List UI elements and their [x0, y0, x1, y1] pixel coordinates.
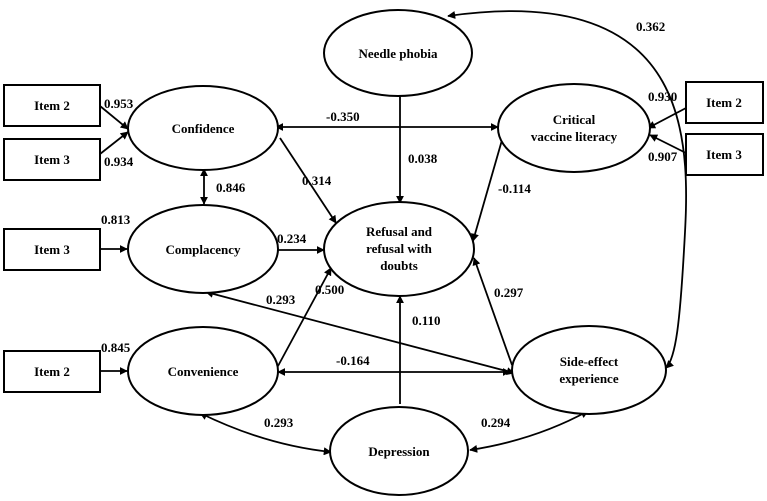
node-confidence: Confidence [127, 85, 279, 171]
indicator-item3-complacency: Item 3 [3, 228, 101, 271]
coef-needle-sideeffect: 0.362 [636, 19, 665, 34]
node-critical-vaccine-literacy: Critical vaccine literacy [497, 83, 651, 173]
coef-confidence-refusal: 0.314 [302, 173, 332, 188]
coef-confidence-complacency: 0.846 [216, 180, 246, 195]
coef-complacency-sideeffect: 0.293 [266, 292, 296, 307]
coef-critical-refusal: -0.114 [498, 181, 531, 196]
indicator-item3-confidence: Item 3 [3, 138, 101, 181]
node-side-effect-experience: Side-effect experience [511, 325, 667, 415]
edge-item3-confidence [99, 131, 129, 155]
node-label: Refusal and [366, 224, 433, 239]
indicator-item2-confidence: Item 2 [3, 84, 101, 127]
coef-convenience-depression: 0.293 [264, 415, 294, 430]
edge-convenience-refusal [277, 267, 332, 367]
coef-item2-convenience: 0.845 [101, 340, 131, 355]
coef-item2-critical: 0.930 [648, 89, 677, 104]
node-label: refusal with [366, 241, 433, 256]
edge-item2-critical [647, 107, 687, 129]
coef-depression-refusal: 0.110 [412, 313, 441, 328]
coef-item3-confidence: 0.934 [104, 154, 134, 169]
node-label: experience [559, 371, 618, 386]
indicator-label: Item 3 [34, 152, 70, 167]
indicator-label: Item 2 [706, 95, 742, 110]
indicator-item2-critical: Item 2 [685, 81, 764, 124]
node-needle-phobia: Needle phobia [323, 9, 473, 97]
coef-sideeffect-refusal: 0.297 [494, 285, 524, 300]
coef-confidence-critical: -0.350 [326, 109, 360, 124]
edge-confidence-refusal [279, 137, 337, 224]
indicator-label: Item 3 [34, 242, 70, 257]
indicator-label: Item 3 [706, 147, 742, 162]
node-convenience: Convenience [127, 326, 279, 416]
node-label: Convenience [168, 364, 239, 379]
coef-item2-confidence: 0.953 [104, 96, 134, 111]
node-label: doubts [380, 258, 418, 273]
node-label: Side-effect [560, 354, 619, 369]
coef-needle-refusal: 0.038 [408, 151, 438, 166]
node-label: Critical [553, 112, 596, 127]
indicator-label: Item 2 [34, 98, 70, 113]
edge-item2-confidence [99, 105, 129, 130]
coef-convenience-refusal: 0.500 [315, 282, 344, 297]
node-refusal: Refusal and refusal with doubts [323, 201, 475, 297]
edge-needle-sideeffect [447, 10, 687, 369]
coef-complacency-refusal: 0.234 [277, 231, 307, 246]
indicator-label: Item 2 [34, 364, 70, 379]
indicator-item2-convenience: Item 2 [3, 350, 101, 393]
edge-convenience-depression [199, 412, 332, 456]
node-label: Confidence [172, 121, 235, 136]
coef-item3-complacency: 0.813 [101, 212, 131, 227]
node-complacency: Complacency [127, 204, 279, 294]
node-label: Complacency [165, 242, 241, 257]
indicator-item3-critical: Item 3 [685, 133, 764, 176]
edge-critical-refusal [471, 139, 503, 242]
node-label: vaccine literacy [531, 129, 618, 144]
coef-item3-critical: 0.907 [648, 149, 678, 164]
edge-sideeffect-refusal [472, 257, 513, 366]
node-label: Needle phobia [358, 46, 438, 61]
coef-convenience-sideeffect: -0.164 [336, 353, 370, 368]
node-label: Depression [368, 444, 430, 459]
coef-depression-sideeffect: 0.294 [481, 415, 511, 430]
node-depression: Depression [329, 406, 469, 496]
edge-depression-sideeffect [469, 410, 589, 453]
